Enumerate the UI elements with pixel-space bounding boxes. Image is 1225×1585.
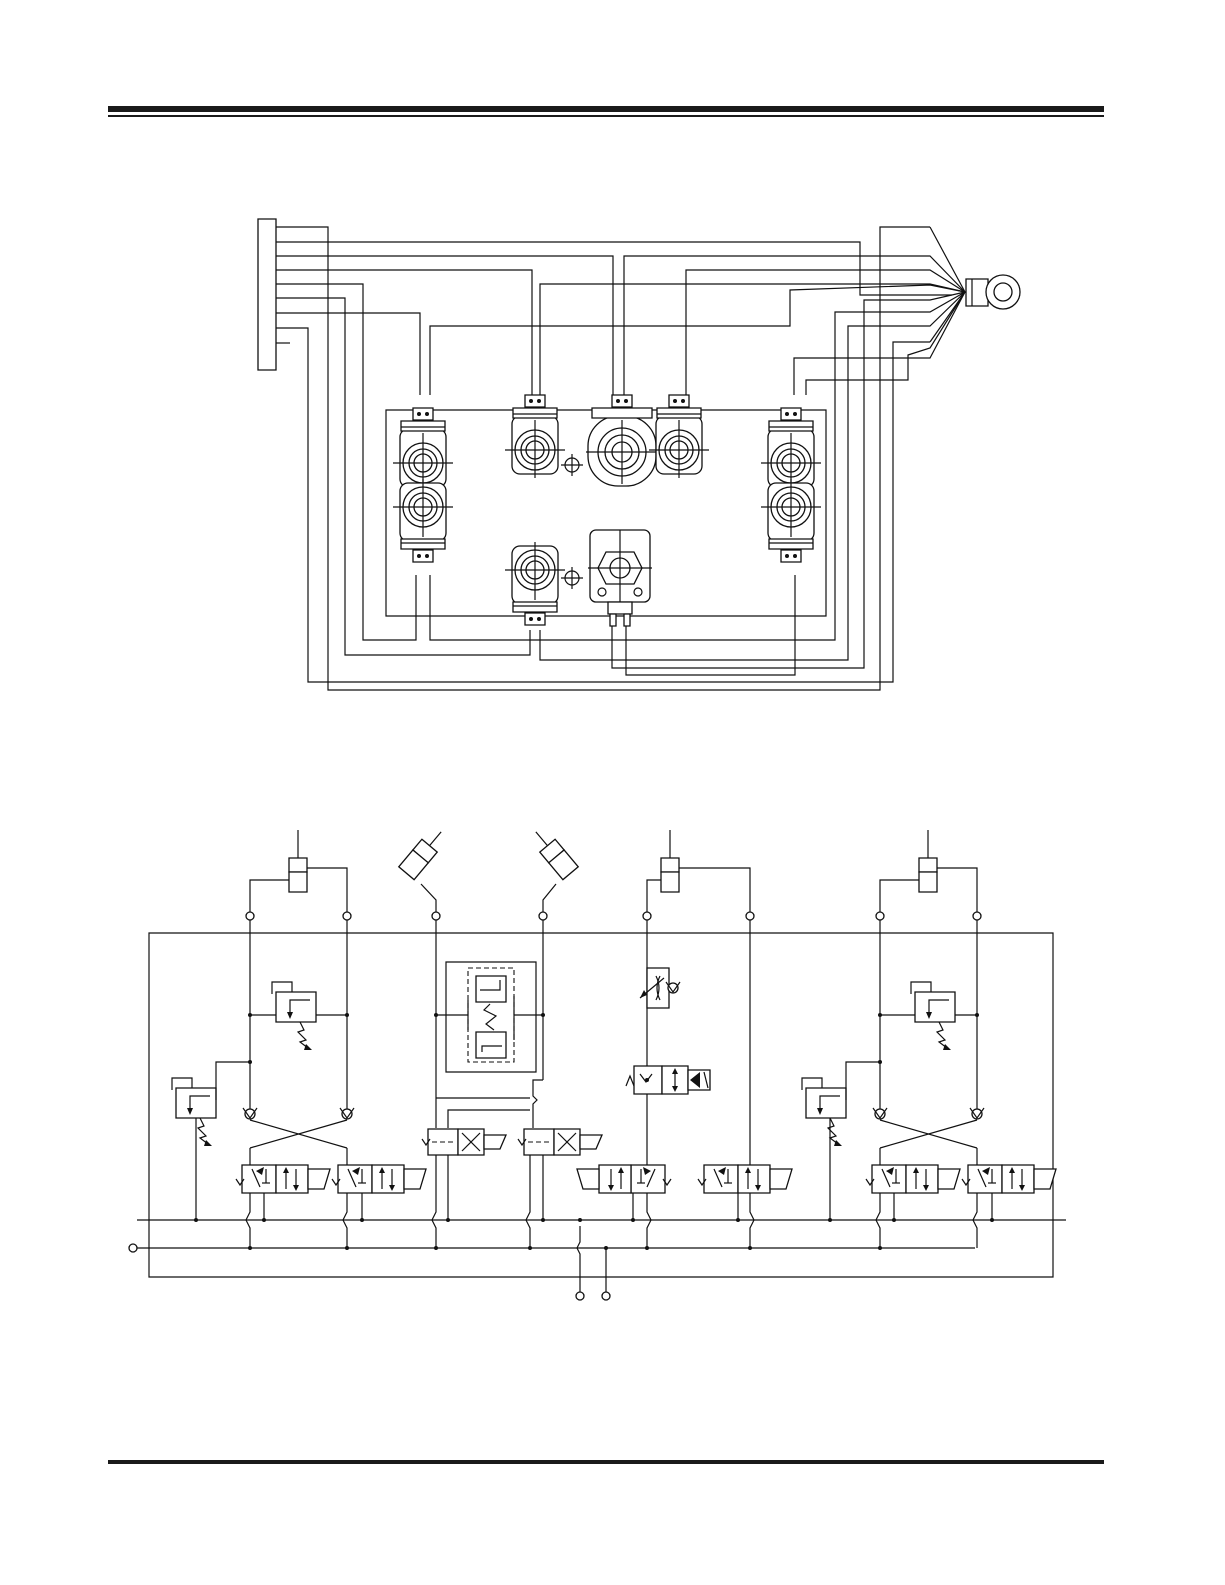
solenoid-valve-8 xyxy=(866,1165,960,1193)
check-valve-1a xyxy=(243,1108,257,1119)
port-4a xyxy=(643,912,651,920)
port-2a xyxy=(432,912,440,920)
cylinder-4 xyxy=(661,830,679,892)
cylinder-5 xyxy=(919,830,937,892)
solenoid-valve-4 xyxy=(518,1129,602,1155)
solenoid-valve-1 xyxy=(236,1165,330,1193)
port-1b xyxy=(343,912,351,920)
dual-relief-valve xyxy=(468,968,514,1062)
relief-valve-0 xyxy=(172,1078,216,1146)
solenoid-valve-9 xyxy=(962,1165,1056,1193)
relief-valve-2 xyxy=(911,982,955,1050)
port-5b xyxy=(973,912,981,920)
main-port-p xyxy=(576,1292,584,1300)
cylinder-1 xyxy=(289,830,307,892)
check-valve-1b xyxy=(340,1108,354,1119)
solenoid-valve-2 xyxy=(332,1165,426,1193)
port-5a xyxy=(876,912,884,920)
solenoid-valve-7 xyxy=(698,1165,792,1193)
main-port-t xyxy=(602,1292,610,1300)
relief-valve-1 xyxy=(272,982,316,1050)
port-3a xyxy=(539,912,547,920)
solenoid-valve-6 xyxy=(577,1165,671,1193)
cylinder-3 xyxy=(528,825,578,879)
manifold-frame xyxy=(149,933,1053,1277)
main-port-left xyxy=(129,1244,137,1252)
port-4b xyxy=(746,912,754,920)
port-1a xyxy=(246,912,254,920)
junction-dots xyxy=(194,1013,994,1250)
check-valve-2b xyxy=(970,1108,984,1119)
flow-control-valve xyxy=(640,968,680,1008)
check-valve-2a xyxy=(873,1108,887,1119)
cylinder-2 xyxy=(399,825,449,879)
relief-valve-3 xyxy=(802,1078,846,1146)
solenoid-valve-5 xyxy=(626,1066,710,1094)
solenoid-valve-3 xyxy=(422,1129,506,1155)
